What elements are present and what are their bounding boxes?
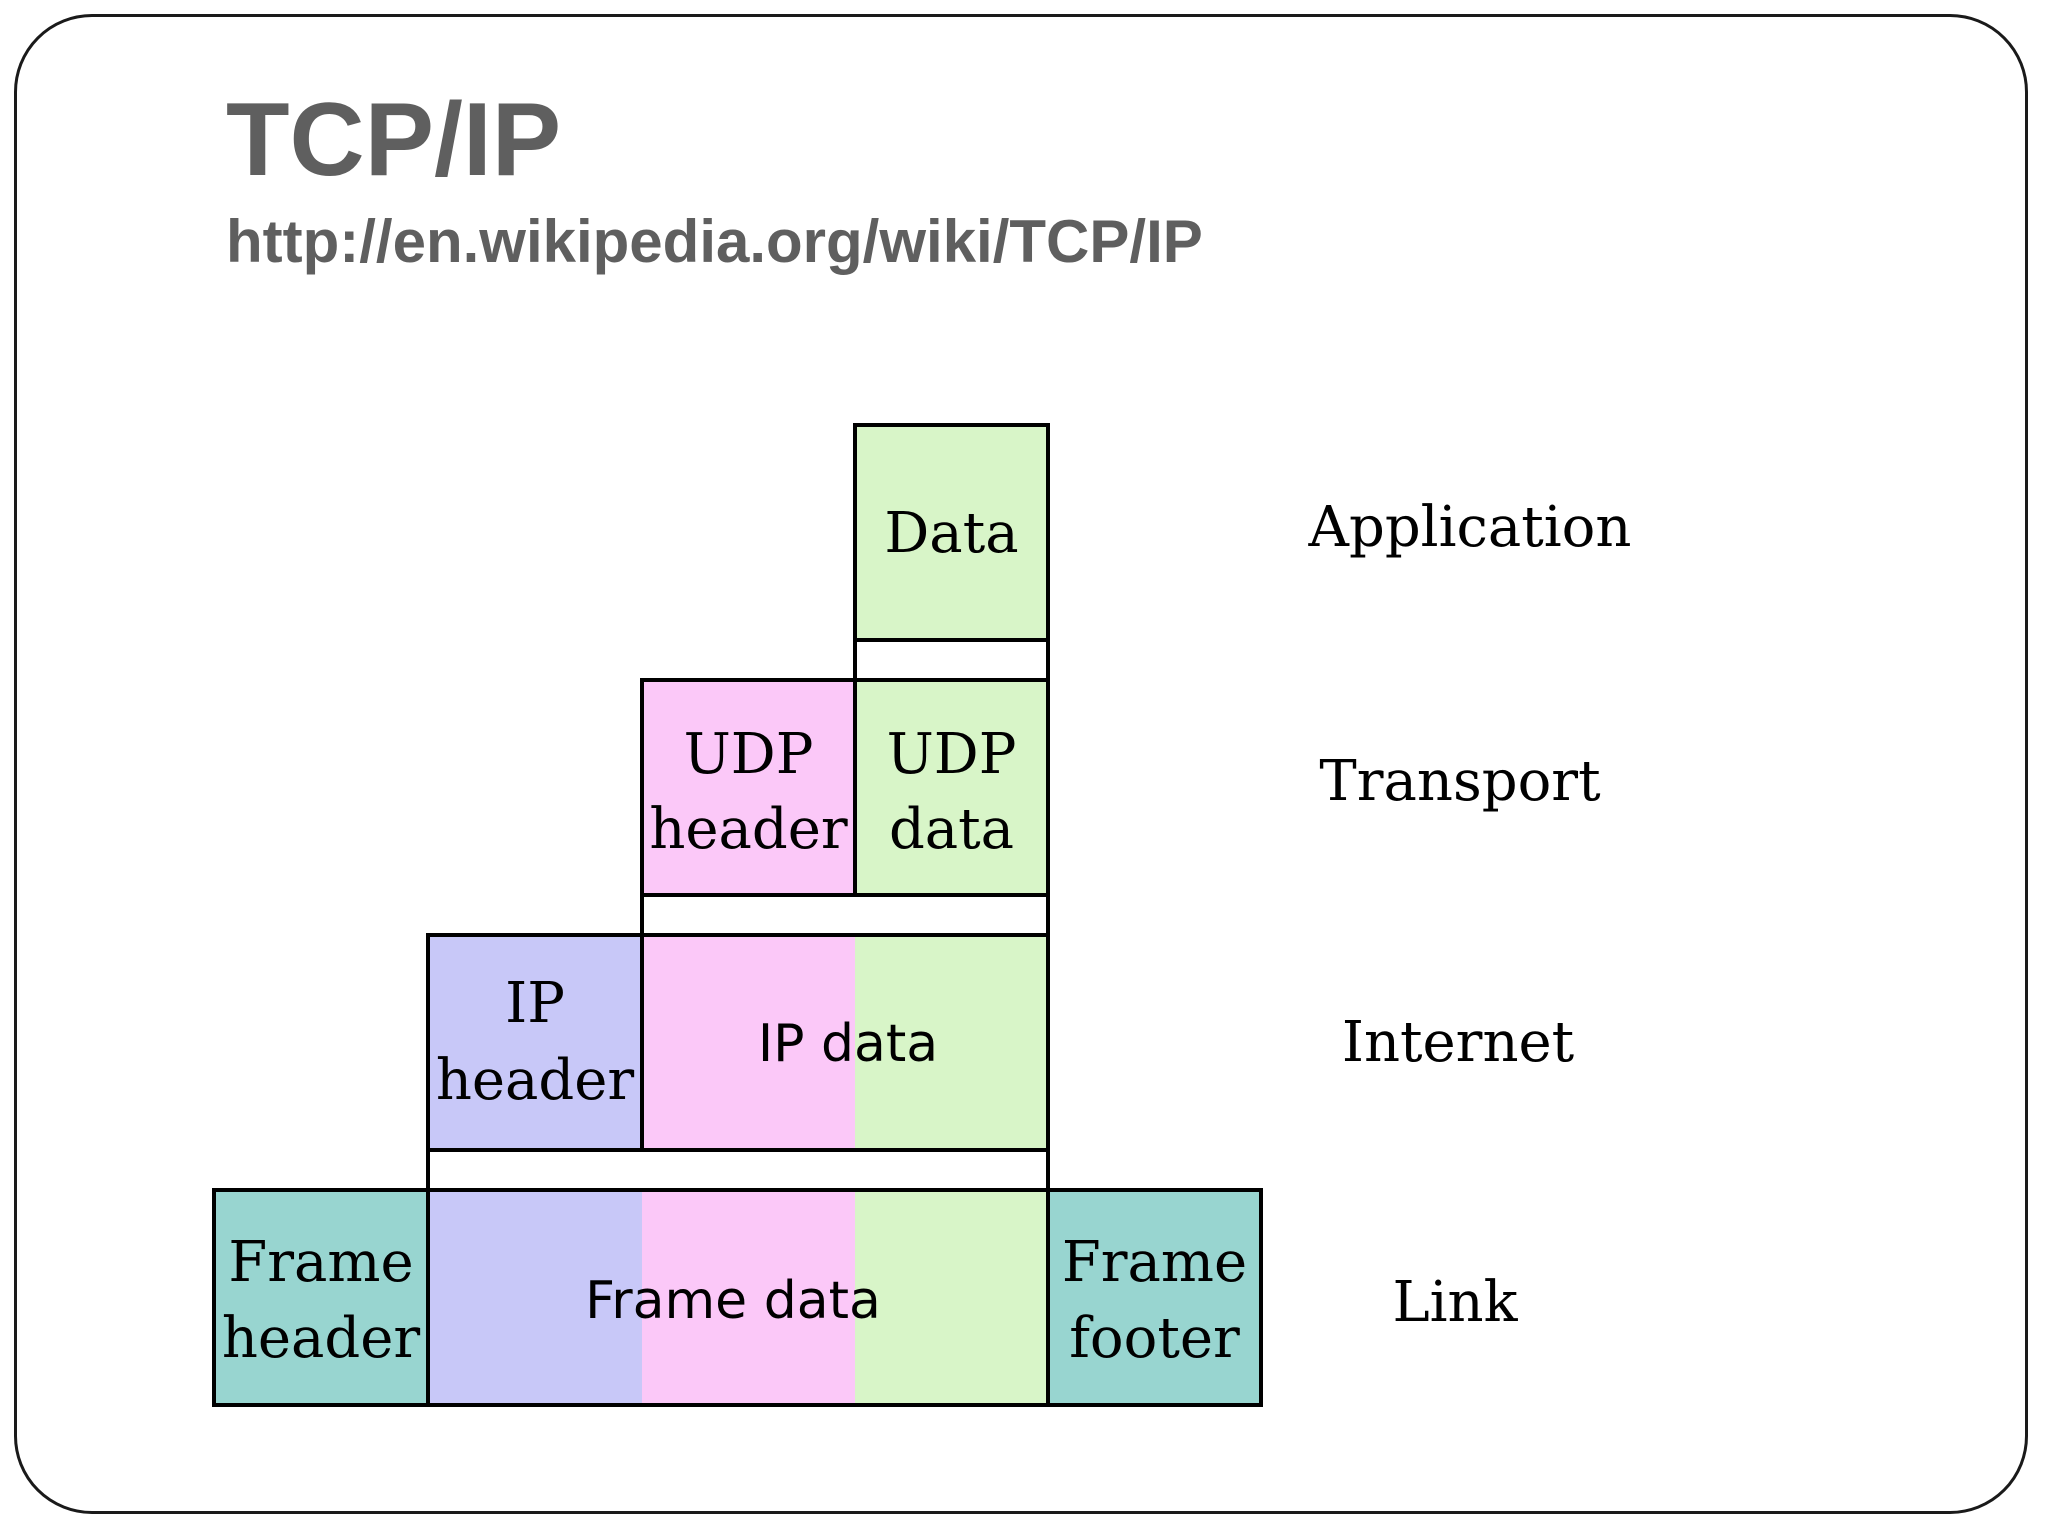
frame-footer-label-line1: Frame: [1062, 1230, 1247, 1295]
frame-header-label-line2: header: [222, 1306, 421, 1371]
frame-data-label: Frame data: [585, 1271, 881, 1331]
transport-connector-box: [640, 893, 1050, 937]
layer-name-application: Application: [1308, 495, 1632, 560]
frame-footer-box: [1046, 1188, 1263, 1407]
frame-data-pink-segment: [642, 1190, 855, 1405]
frame-data-green-segment: [855, 1190, 1048, 1405]
udp-header-label-line1: UDP: [684, 722, 814, 787]
ip-data-green-segment: [855, 935, 1048, 1150]
internet-connector-box: [426, 1148, 1050, 1192]
slide-subtitle-url: http://en.wikipedia.org/wiki/TCP/IP: [226, 208, 1203, 275]
ip-header-label-line1: IP: [505, 971, 565, 1036]
frame-footer-label-line2: footer: [1069, 1306, 1240, 1371]
link-layer-row: Frame header Frame data Frame footer: [212, 1188, 1263, 1407]
udp-data-label-line2: data: [889, 797, 1014, 862]
application-layer-row: Data: [853, 423, 1050, 682]
udp-header-label-line2: header: [649, 797, 848, 862]
layer-name-link: Link: [1392, 1270, 1518, 1335]
application-data-box: [853, 423, 1050, 642]
ip-data-label: IP data: [758, 1014, 938, 1074]
ip-header-box: [426, 933, 644, 1152]
frame-header-label-line1: Frame: [228, 1230, 413, 1295]
layer-name-internet: Internet: [1342, 1010, 1575, 1075]
frame-data-blue-segment: [428, 1190, 642, 1405]
udp-data-label-line1: UDP: [887, 722, 1017, 787]
udp-data-box: [853, 678, 1050, 897]
application-connector-box: [853, 638, 1050, 682]
ip-data-pink-segment: [642, 935, 855, 1150]
slide-title: TCP/IP: [226, 82, 562, 198]
ip-header-label-line2: header: [436, 1048, 635, 1113]
udp-header-box: [640, 678, 857, 897]
layer-name-transport: Transport: [1319, 749, 1601, 814]
transport-layer-row: UDP header UDP data: [640, 678, 1050, 937]
application-data-label: Data: [884, 501, 1018, 566]
frame-header-box: [212, 1188, 430, 1407]
internet-layer-row: IP header IP data: [426, 933, 1050, 1192]
